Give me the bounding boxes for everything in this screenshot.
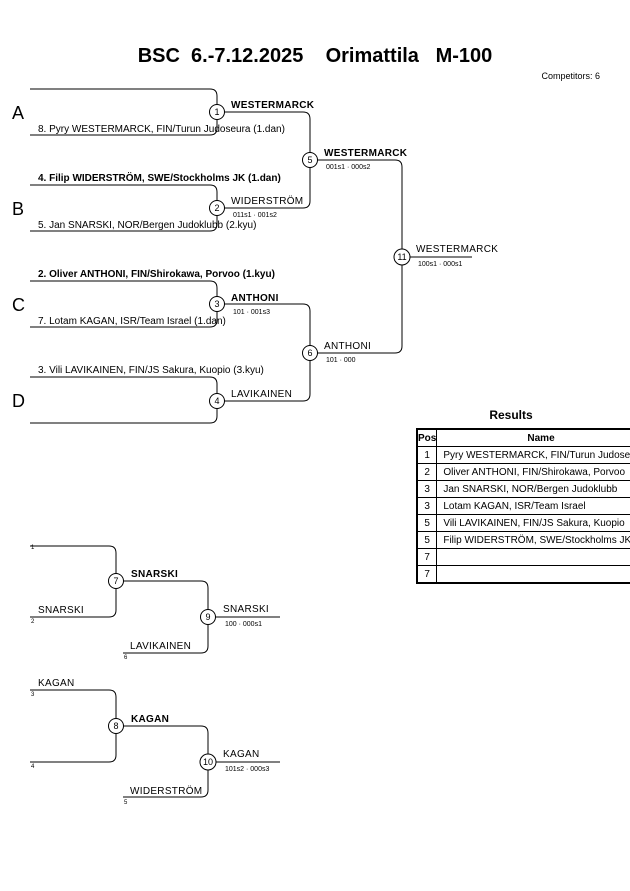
results-pos: 5 [416,531,438,549]
results-name: Oliver ANTHONI, FIN/Shirokawa, Porvoo [436,463,630,481]
results-name: Filip WIDERSTRÖM, SWE/Stockholms JK [436,531,630,549]
entry-westermarck: 8. Pyry WESTERMARCK, FIN/Turun Judoseura… [38,124,285,135]
results-name [436,548,630,566]
match-3-winner: ANTHONI [231,293,279,304]
final-score: 100s1 · 000s1 [418,261,462,268]
bronze-2-score: 101s2 · 000s3 [225,766,269,773]
rep2-lower-name: WIDERSTRÖM [130,785,202,797]
rep2-top-seed-number: 3 [31,692,35,698]
results-name: Lotam KAGAN, ISR/Team Israel [436,497,630,515]
results-pos: 2 [416,463,438,481]
match-2-score: 011s1 · 001s2 [233,212,277,219]
match-3-number: 3 [214,299,219,309]
match-8-marker [108,718,124,734]
match-3-score: 101 · 001s3 [233,309,270,316]
match-1-winner: WESTERMARCK [231,100,315,111]
semifinal-bottom-line [224,303,311,402]
match-6-score: 101 · 000 [326,357,356,364]
results-name [436,565,630,584]
rep1-lower-seed-number: 6 [124,655,128,661]
rep2-bottom-seed-number: 4 [31,764,35,770]
pool-d-bracket-line [30,376,218,424]
match-11-number: 11 [397,252,406,262]
match-4-number: 4 [214,396,219,406]
repechage-2-bracket-line [30,689,117,763]
entry-snarski: 5. Jan SNARSKI, NOR/Bergen Judoklubb (2.… [38,220,256,231]
results-pos: 3 [416,480,438,498]
results-pos: 3 [416,497,438,515]
match-10-marker [199,753,217,771]
pool-letter-b: B [12,199,24,219]
pool-letter-a: A [12,103,24,123]
results-header-pos: Pos [416,428,438,447]
page-title: BSC 6.-7.12.2025 Orimattila M-100 [137,45,493,67]
match-2-marker [209,200,225,216]
rep1-bottom-seed-number: 2 [31,619,35,625]
final-line [317,159,403,354]
match-8-winner: KAGAN [131,714,169,725]
rep1-lower-name: LAVIKAINEN [130,641,191,652]
results-pos: 5 [416,514,438,532]
results-header-name: Name [436,428,630,447]
pool-letter-d: D [12,391,25,411]
match-11-marker [393,248,411,266]
match-4-winner: LAVIKAINEN [231,389,292,400]
results-name: Pyry WESTERMARCK, FIN/Turun Judoseura [436,446,630,464]
results-row: 7 [416,548,630,566]
match-5-winner: WESTERMARCK [324,148,408,159]
match-5-marker [302,152,318,168]
match-10-number: 10 [203,757,213,767]
match-5-score: 001s1 · 000s2 [326,164,370,171]
match-9-number: 9 [205,612,210,622]
rep2-lower-seed-number: 5 [124,800,128,806]
match-6-marker [302,345,318,361]
results-name: Jan SNARSKI, NOR/Bergen Judoklubb [436,480,630,498]
match-2-number: 2 [214,203,219,213]
champion-name: WESTERMARCK [416,244,498,255]
entry-lavikainen: 3. Vili LAVIKAINEN, FIN/JS Sakura, Kuopi… [38,365,264,376]
results-pos: 1 [416,446,438,464]
entry-anthoni: 2. Oliver ANTHONI, FIN/Shirokawa, Porvoo… [38,269,275,280]
match-7-number: 7 [113,576,118,586]
results-pos: 7 [416,548,438,566]
entry-kagan: 7. Lotam KAGAN, ISR/Team Israel (1.dan) [38,316,226,327]
bronze-1-score: 100 · 000s1 [225,621,262,628]
results-pos: 7 [416,565,438,584]
match-1-marker [209,104,225,120]
match-2-winner: WIDERSTRÖM [231,195,303,207]
match-5-number: 5 [307,155,312,165]
match-3-marker [209,296,225,312]
competitor-count: Competitors: 6 [541,71,600,81]
entry-widerstrom: 4. Filip WIDERSTRÖM, SWE/Stockholms JK (… [38,171,281,184]
match-1-number: 1 [214,107,219,117]
match-4-marker [209,393,225,409]
match-6-winner: ANTHONI [324,341,371,352]
bronze-2-name: KAGAN [223,749,260,760]
results-row: 7 [416,565,630,584]
match-7-winner: SNARSKI [131,569,178,580]
results-name: Vili LAVIKAINEN, FIN/JS Sakura, Kuopio [436,514,630,532]
match-6-number: 6 [307,348,312,358]
rep2-top-name: KAGAN [38,678,75,689]
results-header-row: Pos Name [416,428,630,447]
match-9-marker [200,609,216,625]
match-7-marker [108,573,124,589]
pool-letter-c: C [12,295,25,315]
match-8-number: 8 [113,721,118,731]
bronze-1-name: SNARSKI [223,604,269,615]
rep1-bottom-name: SNARSKI [38,605,84,616]
rep1-top-seed-number: 1 [31,545,35,551]
results-title: Results [489,408,533,422]
